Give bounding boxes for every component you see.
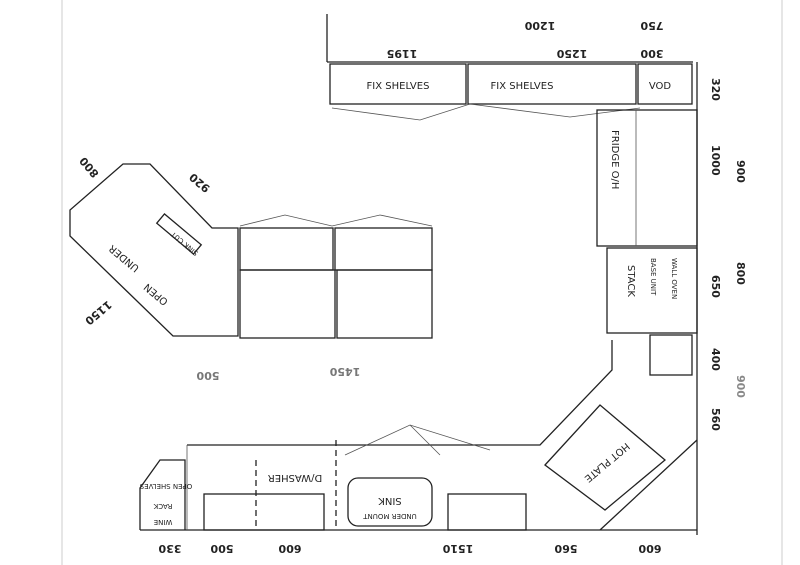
island-open-label: OPEN [142,281,170,307]
fix-shelves-label: FIX SHELVES [367,81,430,92]
right-cabinet-run: FRIDGE O/H STACK BASE UNIT WALL OVEN 320… [596,62,747,535]
dim-label: 330 [158,542,181,555]
wall-oven-label: WALL OVEN [670,258,678,299]
island-under-label: UNDER [107,242,142,273]
top-cabinet-run: FIX SHELVES FIX SHELVES VOD 1200 750 300… [326,14,693,121]
dim-label: 500 [210,542,233,555]
base-unit-label: BASE UNIT [649,258,657,296]
fridge-label: FRIDGE O/H [609,130,620,189]
dim-label: 800 [734,262,747,285]
dim-label: 920 [187,170,213,195]
dim-label: 560 [709,408,722,431]
dim-label: 1195 [387,47,418,60]
dim-label: 560 [554,542,577,555]
hot-plate-label: HOT PLATE [582,440,631,484]
dim-label: 1200 [524,19,555,32]
dim-label: 600 [638,542,661,555]
dim-label: 400 [709,348,722,371]
fix-shelves-label: FIX SHELVES [491,81,554,92]
dim-label: 900 [734,375,747,398]
dim-label: 300 [640,47,663,60]
dim-label: 1000 [709,145,722,176]
dim-label: 900 [734,160,747,183]
dim-label: 1250 [556,47,587,60]
dim-label: 1450 [329,365,360,378]
sink-cut-label: SINK CUT [169,229,200,257]
dishwasher-label: D/WASHER [268,472,322,483]
open-shelves-label: OPEN SHELVES [139,482,192,490]
dim-label: 750 [640,19,663,32]
dim-label: 1150 [82,298,114,328]
dim-label: 320 [709,78,722,101]
sink-label: SINK [378,495,402,506]
dim-label: 800 [77,154,102,180]
stack-label: STACK [625,265,636,297]
vod-label: VOD [649,81,672,92]
dim-label: 500 [196,369,219,382]
wine-rack-label: WINE [154,518,173,526]
bottom-cabinet-run: D/WASHER UNDER MOUNT SINK HOT PLATE WINE… [139,340,698,555]
wine-rack-label: RACK [153,502,172,510]
island: SINK CUT OPEN UNDER 800 920 1150 500 145… [69,154,433,382]
sink-label: UNDER MOUNT [363,512,417,520]
dim-label: 1510 [442,542,473,555]
dim-label: 600 [278,542,301,555]
dim-label: 650 [709,275,722,298]
